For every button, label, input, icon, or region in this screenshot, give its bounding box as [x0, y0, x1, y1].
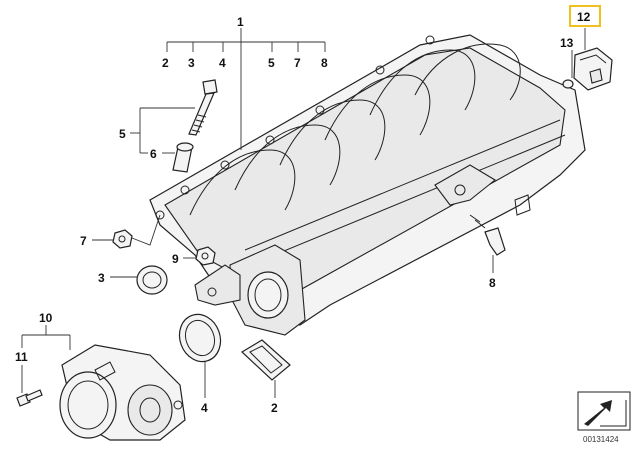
callout-12-highlight: [569, 5, 601, 27]
callout-5-bolt: 5: [119, 127, 126, 141]
callout-4-gasket: 4: [201, 401, 208, 415]
screw-part-11[interactable]: [16, 389, 43, 407]
bolt-part-5[interactable]: [188, 79, 218, 136]
callout-8-clip: 8: [489, 276, 496, 290]
seal-part-2[interactable]: [241, 339, 291, 381]
callout-9-nut: 9: [172, 252, 179, 266]
callout-13: 13: [560, 36, 574, 50]
intake-manifold[interactable]: [149, 34, 586, 336]
callout-4: 4: [219, 56, 226, 70]
callout-3-ring: 3: [98, 271, 105, 285]
callout-2: 2: [162, 56, 169, 70]
o-ring-part-13[interactable]: [562, 79, 574, 89]
callout-7-nut: 7: [80, 234, 87, 248]
callout-5: 5: [268, 56, 275, 70]
callout-10: 10: [39, 311, 53, 325]
ring-part-3[interactable]: [136, 265, 168, 295]
callout-6-sleeve: 6: [150, 147, 157, 161]
diagram-number: 00131424: [583, 435, 619, 444]
sensor-part-12[interactable]: [573, 47, 613, 91]
callout-11: 11: [15, 350, 28, 364]
callout-7: 7: [294, 56, 301, 70]
gasket-part-4[interactable]: [173, 309, 227, 368]
throttle-housing-part-10[interactable]: [59, 344, 186, 441]
nut-part-9[interactable]: [195, 246, 216, 266]
sleeve-part-6[interactable]: [172, 142, 194, 173]
callout-12: 12: [577, 10, 591, 24]
arrow-stamp-icon: [577, 391, 631, 431]
clip-part-8[interactable]: [469, 214, 506, 256]
callout-3: 3: [188, 56, 195, 70]
callout-8: 8: [321, 56, 328, 70]
callout-2-seal: 2: [271, 401, 278, 415]
nut-part-7[interactable]: [112, 229, 133, 249]
callout-1: 1: [237, 15, 244, 29]
